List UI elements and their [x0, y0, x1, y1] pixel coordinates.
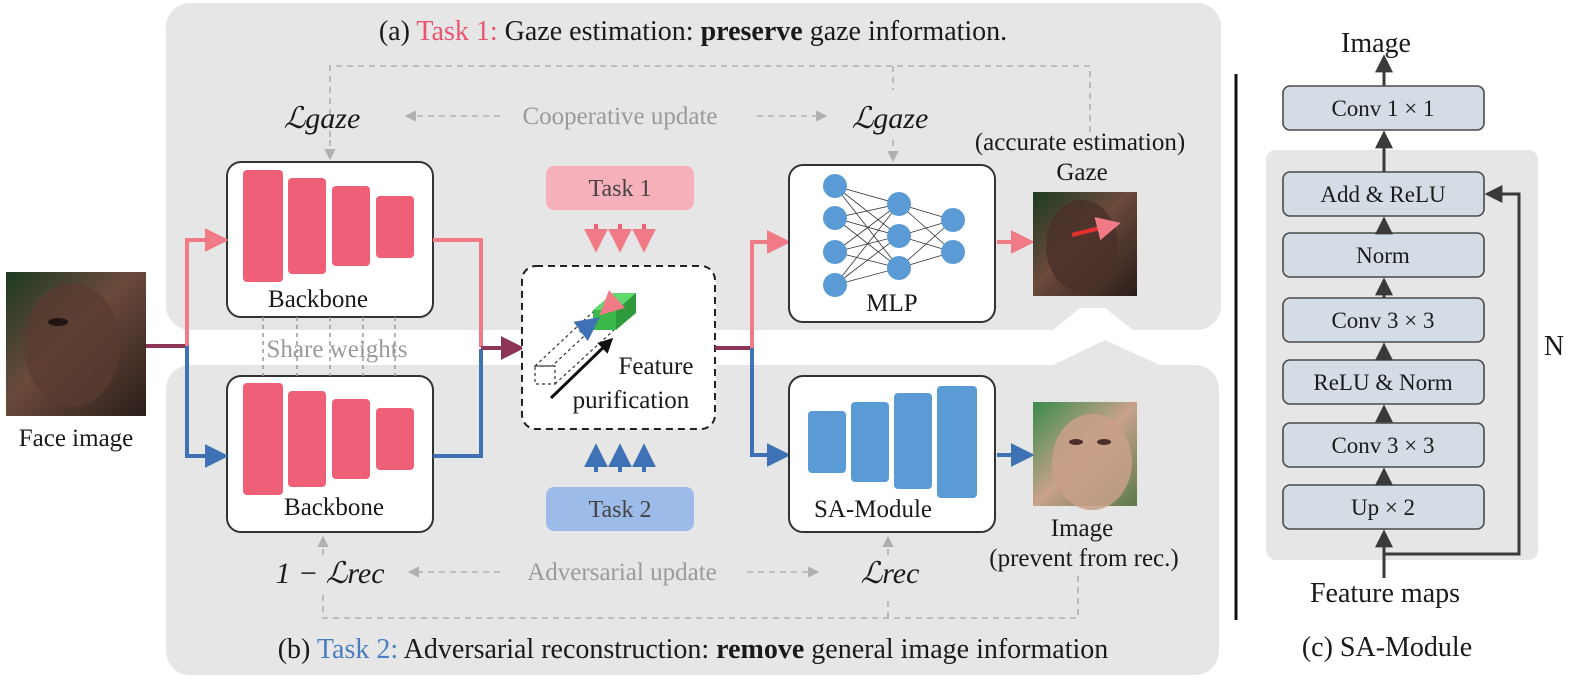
sa-relu-norm-label: ReLU & Norm: [1313, 370, 1452, 395]
backbone-bottom-layer-1: [243, 383, 283, 495]
recon-face-eye: [1069, 439, 1083, 445]
sa-module-label: SA-Module: [814, 496, 932, 523]
backbone-bottom-label: Backbone: [284, 494, 384, 521]
task1-box: [546, 166, 694, 210]
prevent-label: (prevent from rec.): [989, 545, 1178, 572]
backbone-top-out: [433, 238, 483, 347]
gaze-face-shape: [1046, 200, 1118, 292]
gaze-output-label: Gaze: [1056, 159, 1107, 186]
sa-conv1x1-label: Conv 1 × 1: [1331, 96, 1434, 121]
mlp-label: MLP: [866, 290, 917, 317]
panel-connector-2: [1053, 340, 1160, 365]
face-image-label: Face image: [19, 425, 134, 452]
backbone-top-layer-1: [243, 170, 283, 282]
sa-conv1x1-box: [1282, 85, 1485, 131]
recon-face-eye-2: [1097, 439, 1111, 445]
share-weights-label: Share weights: [267, 336, 408, 363]
loss-gaze-left: ℒgaze: [284, 102, 361, 135]
sa-skip-connection: [1384, 185, 1521, 556]
sa-block-2: [851, 402, 889, 482]
backbone-bottom-out: [433, 349, 483, 458]
bottom-feedback-lines: [317, 535, 1079, 619]
backbone-bottom-layer-4: [376, 408, 414, 470]
cooperative-update-label: Cooperative update: [522, 103, 717, 130]
face-eye: [48, 318, 68, 326]
purification-arrow-red: [599, 290, 626, 316]
mlp-nodes: [823, 174, 965, 297]
sa-block-1: [808, 411, 846, 473]
purification-arrow-blue: [573, 317, 600, 342]
task2-title: (b) Task 2: Adversarial reconstruction: …: [278, 634, 1109, 665]
sa-image-top-label: Image: [1341, 28, 1411, 59]
adversarial-update-label: Adversarial update: [527, 559, 717, 586]
task1-title: (a) Task 1: Gaze estimation: preserve ga…: [379, 16, 1007, 47]
face-shape: [24, 283, 120, 407]
task2-box-label: Task 2: [589, 497, 652, 523]
backbone-top-layer-4: [376, 196, 414, 258]
backbone-top-layer-3: [332, 186, 370, 266]
backbone-top-label: Backbone: [268, 286, 368, 313]
loss-rec-right: ℒrec: [861, 557, 920, 590]
accurate-estimation-label: (accurate estimation): [975, 129, 1185, 156]
backbone-bottom-layer-3: [332, 399, 370, 479]
task1-down-arrows: [584, 224, 656, 253]
sa-block-4: [937, 386, 977, 498]
loss-gaze-right: ℒgaze: [852, 102, 929, 135]
sa-conv3x3-a-label: Conv 3 × 3: [1331, 308, 1434, 333]
share-weights-lines: [262, 317, 396, 376]
sa-block-3: [894, 393, 932, 489]
sa-conv3x3-b-label: Conv 3 × 3: [1331, 433, 1434, 458]
panel-connector: [1053, 308, 1133, 330]
input-to-backbone-top: [185, 228, 229, 346]
sa-add-relu-label: Add & ReLU: [1320, 182, 1446, 207]
sa-caption: (c) SA-Module: [1302, 632, 1472, 663]
sa-feature-maps-label: Feature maps: [1310, 578, 1460, 609]
to-mlp-arrow: [750, 230, 791, 348]
sa-up2-label: Up × 2: [1351, 495, 1415, 520]
image-output-label: Image: [1051, 515, 1113, 542]
loss-rec-left: 1 − ℒrec: [275, 557, 384, 590]
task1-box-label: Task 1: [589, 176, 652, 202]
task2-box: [546, 487, 694, 531]
sa-n-label: N: [1544, 331, 1564, 362]
task2-up-arrows: [584, 443, 656, 472]
purification-arrow-black: [549, 337, 614, 400]
recon-face-shape: [1052, 414, 1132, 510]
input-to-backbone-bottom: [185, 346, 229, 468]
backbone-bottom-layer-2: [288, 391, 326, 487]
feature-label: Feature: [619, 353, 694, 380]
sa-norm-label: Norm: [1356, 243, 1410, 268]
purification-label: purification: [573, 387, 690, 414]
backbone-top-layer-2: [288, 178, 326, 274]
gaze-direction-arrow: [1071, 217, 1121, 241]
top-feedback-lines: [324, 65, 1091, 163]
to-sa-arrow: [750, 348, 791, 467]
